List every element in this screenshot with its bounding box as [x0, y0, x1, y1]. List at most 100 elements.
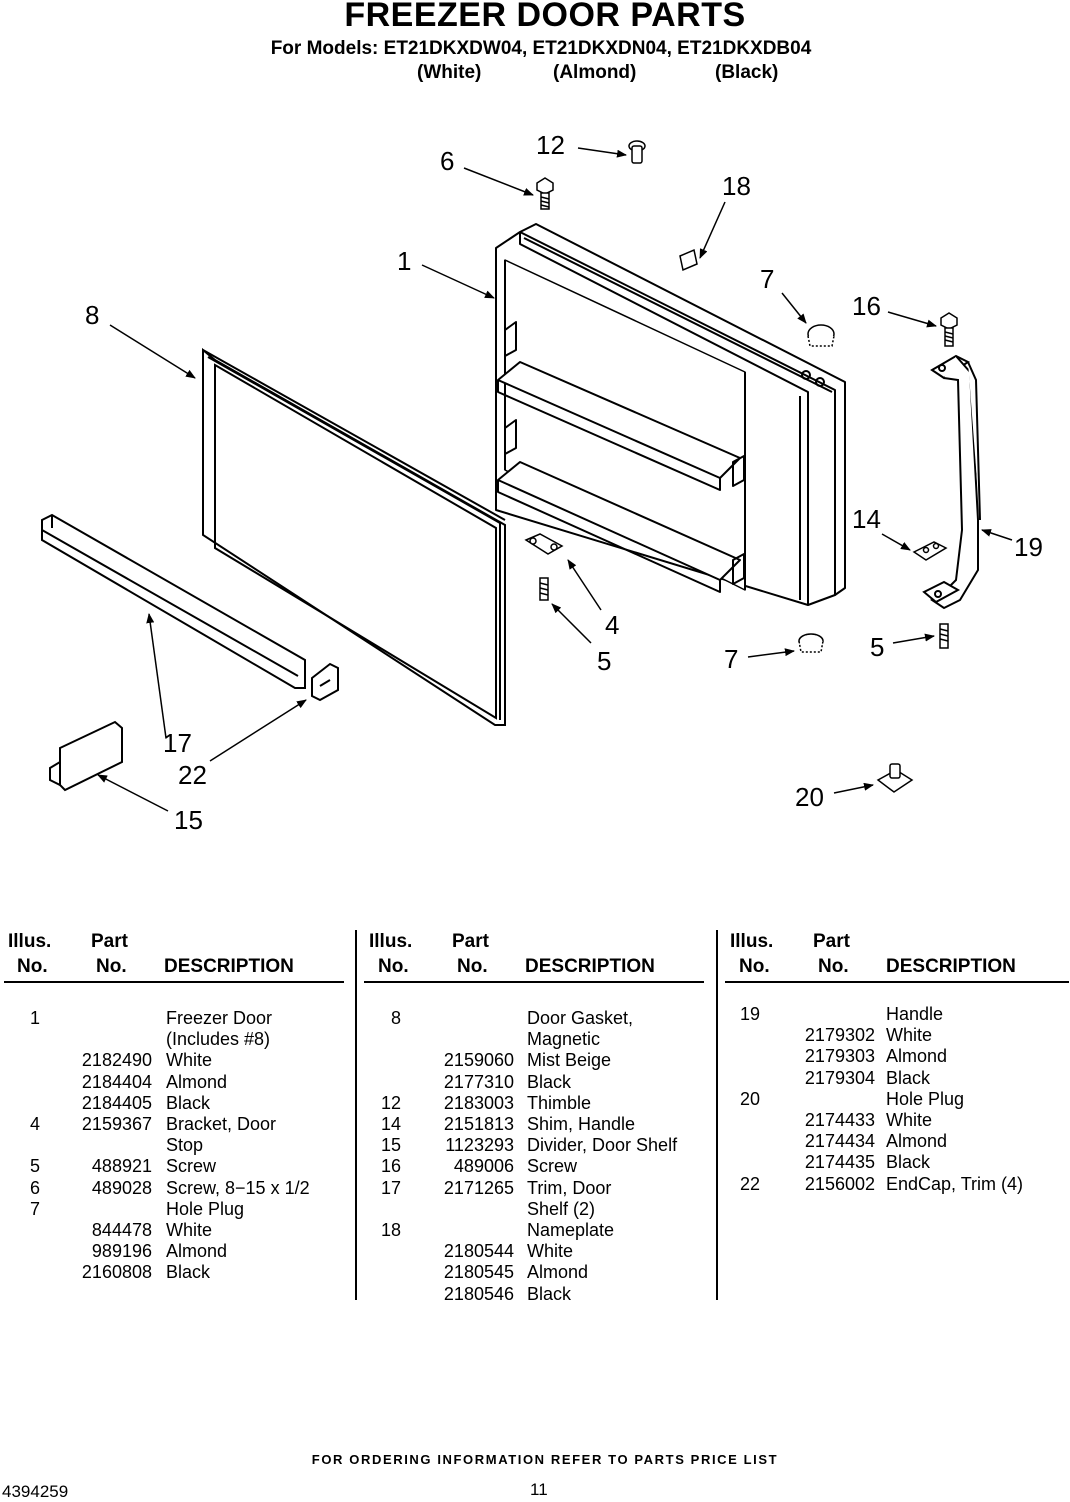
- color-label-black: (Black): [715, 62, 779, 83]
- header-rule: [725, 981, 1069, 983]
- part-description: Shelf (2): [527, 1198, 596, 1219]
- header-rule: [4, 981, 344, 983]
- part-description: Screw: [166, 1156, 217, 1177]
- trim-endcap: [311, 662, 339, 702]
- callout-17: 17: [163, 728, 192, 758]
- callout-18: 18: [722, 171, 751, 201]
- callout-22: 22: [178, 760, 207, 790]
- screw-16: [940, 312, 958, 347]
- door-handle: [922, 354, 981, 610]
- illus-number: 4: [29, 1114, 40, 1134]
- part-number: 2184405: [81, 1092, 152, 1113]
- page-number: 11: [530, 1480, 548, 1499]
- part-number: 2160808: [81, 1262, 152, 1283]
- illus-number: 15: [380, 1135, 401, 1156]
- header-part: Part: [91, 931, 128, 952]
- part-description: Freezer Door: [166, 1008, 273, 1028]
- callout-4: 4: [605, 610, 619, 640]
- callout-labels: 12 6 18 1 7 16 8 14 19 4 5 7 5 17 22 15 …: [85, 130, 1043, 835]
- part-number: 2151813: [443, 1114, 514, 1134]
- part-description: Black: [166, 1262, 211, 1283]
- part-description: Black: [886, 1067, 931, 1088]
- column-divider: [716, 930, 718, 1300]
- part-number: 2180544: [443, 1241, 514, 1262]
- part-number: 2159060: [443, 1050, 514, 1071]
- part-description: Magnetic: [527, 1029, 601, 1050]
- header-rule: [364, 981, 704, 983]
- hole-plug-20: [876, 763, 914, 793]
- part-description: Trim, Door: [527, 1177, 612, 1198]
- part-number: 489028: [91, 1177, 152, 1198]
- part-description: EndCap, Trim (4): [886, 1173, 1024, 1194]
- thimble: [628, 140, 646, 164]
- part-description: Divider, Door Shelf: [527, 1135, 678, 1156]
- part-description: Almond: [166, 1241, 228, 1262]
- illus-number: 17: [380, 1177, 401, 1198]
- part-description: Stop: [166, 1135, 204, 1156]
- part-description: Black: [886, 1152, 931, 1173]
- callout-16: 16: [852, 291, 881, 321]
- illus-number: 7: [29, 1198, 40, 1219]
- header-illus-no: No.: [378, 956, 409, 977]
- ordering-note: FOR ORDERING INFORMATION REFER TO PARTS …: [311, 1452, 779, 1467]
- illus-number: 16: [380, 1156, 401, 1177]
- part-description: Shim, Handle: [527, 1114, 636, 1134]
- header-part-no: No.: [818, 956, 849, 977]
- part-description: Almond: [886, 1131, 948, 1152]
- column-divider: [355, 930, 357, 1300]
- color-label-almond: (Almond): [553, 62, 637, 83]
- part-number: 1123293: [445, 1135, 514, 1156]
- part-description: Black: [527, 1071, 572, 1092]
- callout-12: 12: [536, 130, 565, 160]
- callout-5-handle: 5: [870, 632, 884, 662]
- screw-5-handle: [939, 623, 949, 649]
- part-description: Nameplate: [527, 1220, 615, 1240]
- part-number: 2174434: [804, 1131, 875, 1152]
- freezer-door: [495, 223, 846, 606]
- hole-plug-bottom: [798, 633, 824, 653]
- header-illus: Illus.: [730, 931, 774, 952]
- callout-8: 8: [85, 300, 99, 330]
- part-number: 2182490: [81, 1050, 152, 1071]
- color-label-white: (White): [417, 62, 482, 83]
- illus-number: 6: [29, 1177, 40, 1198]
- part-number: 2179302: [804, 1025, 875, 1046]
- door-stop-bracket: [524, 533, 564, 555]
- part-number: 489006: [453, 1156, 514, 1177]
- part-description: Almond: [527, 1262, 589, 1283]
- part-description: White: [527, 1241, 574, 1262]
- model-list: For Models: ET21DKXDW04, ET21DKXDN04, ET…: [270, 38, 812, 59]
- hole-plug-top: [807, 324, 835, 347]
- part-description: Hole Plug: [886, 1088, 965, 1109]
- part-description: White: [886, 1025, 933, 1046]
- screw-6: [536, 177, 554, 210]
- callout-14: 14: [852, 504, 881, 534]
- part-description: Hole Plug: [166, 1198, 245, 1219]
- part-description: (Includes #8): [166, 1029, 271, 1050]
- callout-20: 20: [795, 782, 824, 812]
- part-number: 2156002: [804, 1173, 875, 1194]
- illus-number: 22: [739, 1173, 760, 1194]
- callout-15: 15: [174, 805, 203, 835]
- document-number: 4394259: [2, 1482, 69, 1501]
- callout-7-bottom: 7: [724, 644, 738, 674]
- illus-number: 19: [739, 1004, 760, 1024]
- part-description: Almond: [166, 1071, 228, 1092]
- part-number: 989196: [91, 1241, 152, 1262]
- header-illus: Illus.: [8, 931, 52, 952]
- door-gasket: [202, 347, 506, 726]
- part-number: 2174433: [804, 1110, 875, 1130]
- part-number: 2177310: [443, 1071, 514, 1092]
- part-number: 2184404: [81, 1071, 152, 1092]
- part-description: Screw, 8−15 x 1/2: [166, 1177, 310, 1198]
- part-description: Handle: [886, 1004, 944, 1024]
- header-illus-no: No.: [739, 956, 770, 977]
- part-description: Bracket, Door: [166, 1114, 277, 1134]
- door-shelf-trim: [41, 513, 306, 689]
- part-description: Door Gasket,: [527, 1008, 634, 1028]
- part-description: Black: [166, 1092, 211, 1113]
- part-description: Screw: [527, 1156, 578, 1177]
- header-description: DESCRIPTION: [164, 956, 294, 977]
- callout-5-bracket: 5: [597, 646, 611, 676]
- illus-number: 1: [29, 1008, 40, 1028]
